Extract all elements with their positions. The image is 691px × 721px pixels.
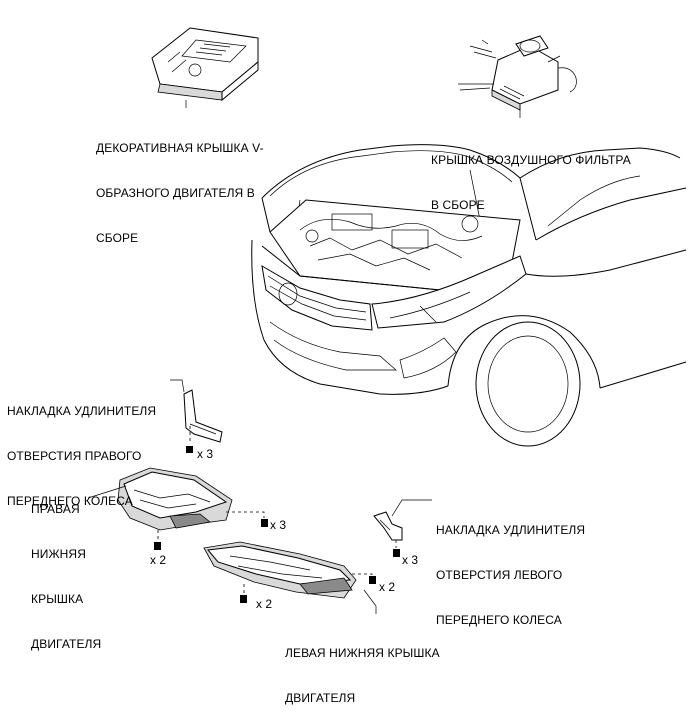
left-under-cover-illustration <box>203 541 376 603</box>
right-under-cover-illustration <box>117 467 268 550</box>
air-filter-cover-illustration <box>458 35 577 111</box>
air-filter-cover-label: КРЫШКА ВОЗДУШНОГО ФИЛЬТРА В СБОРЕ <box>431 123 631 228</box>
right-under-mid-bolt-qty: x 3 <box>270 518 287 532</box>
engine-cover-label-line-3: СБОРЕ <box>96 231 139 245</box>
air-filter-cover-label-line-2: В СБОРЕ <box>431 198 485 212</box>
left-extension-cover-label-line-2: ОТВЕРСТИЯ ЛЕВОГО <box>436 568 563 582</box>
engine-cover-label: ДЕКОРАТИВНАЯ КРЫШКА V- ОБРАЗНОГО ДВИГАТЕ… <box>96 111 264 261</box>
left-under-cover-label: ЛЕВАЯ НИЖНЯЯ КРЫШКА ДВИГАТЕЛЯ <box>285 616 440 721</box>
right-under-cover-label-line-1: ПРАВАЯ <box>31 502 80 516</box>
right-under-cover-label-line-3: КРЫШКА <box>31 592 84 606</box>
left-extension-bolt-qty: x 3 <box>402 553 419 567</box>
left-extension-cover-illustration <box>373 511 403 557</box>
engine-cover-illustration <box>151 27 259 102</box>
right-extension-cover-label: НАКЛАДКА УДЛИНИТЕЛЯ ОТВЕРСТИЯ ПРАВОГО ПЕ… <box>7 374 156 524</box>
right-under-cover-label: ПРАВАЯ НИЖНЯЯ КРЫШКА ДВИГАТЕЛЯ <box>31 472 101 667</box>
left-under-cover-label-line-1: ЛЕВАЯ НИЖНЯЯ КРЫШКА <box>285 646 440 660</box>
right-extension-bolt-qty: x 3 <box>197 447 214 461</box>
right-under-front-bolt-qty: x 2 <box>150 553 167 567</box>
car-front-illustration <box>251 144 687 447</box>
left-extension-cover-label-line-1: НАКЛАДКА УДЛИНИТЕЛЯ <box>436 523 586 537</box>
left-extension-cover-label-line-3: ПЕРЕДНЕГО КОЛЕСА <box>436 613 562 627</box>
left-extension-cover-label: НАКЛАДКА УДЛИНИТЕЛЯ ОТВЕРСТИЯ ЛЕВОГО ПЕР… <box>436 493 585 643</box>
right-extension-cover-label-line-3: ПЕРЕДНЕГО КОЛЕСА <box>7 494 133 508</box>
leader-lines <box>87 100 521 614</box>
right-extension-cover-label-line-1: НАКЛАДКА УДЛИНИТЕЛЯ <box>7 404 157 418</box>
left-under-right-bolt-qty: x 2 <box>379 580 396 594</box>
engine-cover-label-line-1: ДЕКОРАТИВНАЯ КРЫШКА V- <box>96 141 264 155</box>
engine-cover-label-line-2: ОБРАЗНОГО ДВИГАТЕЛЯ В <box>96 186 255 200</box>
left-under-cover-label-line-2: ДВИГАТЕЛЯ <box>285 691 356 705</box>
right-under-cover-label-line-2: НИЖНЯЯ <box>31 547 86 561</box>
air-filter-cover-label-line-1: КРЫШКА ВОЗДУШНОГО ФИЛЬТРА <box>431 153 631 167</box>
left-under-front-bolt-qty: x 2 <box>256 597 273 611</box>
right-extension-cover-illustration <box>183 389 223 453</box>
right-under-cover-label-line-4: ДВИГАТЕЛЯ <box>31 637 102 651</box>
right-extension-cover-label-line-2: ОТВЕРСТИЯ ПРАВОГО <box>7 449 142 463</box>
diagram-canvas <box>87 27 687 614</box>
